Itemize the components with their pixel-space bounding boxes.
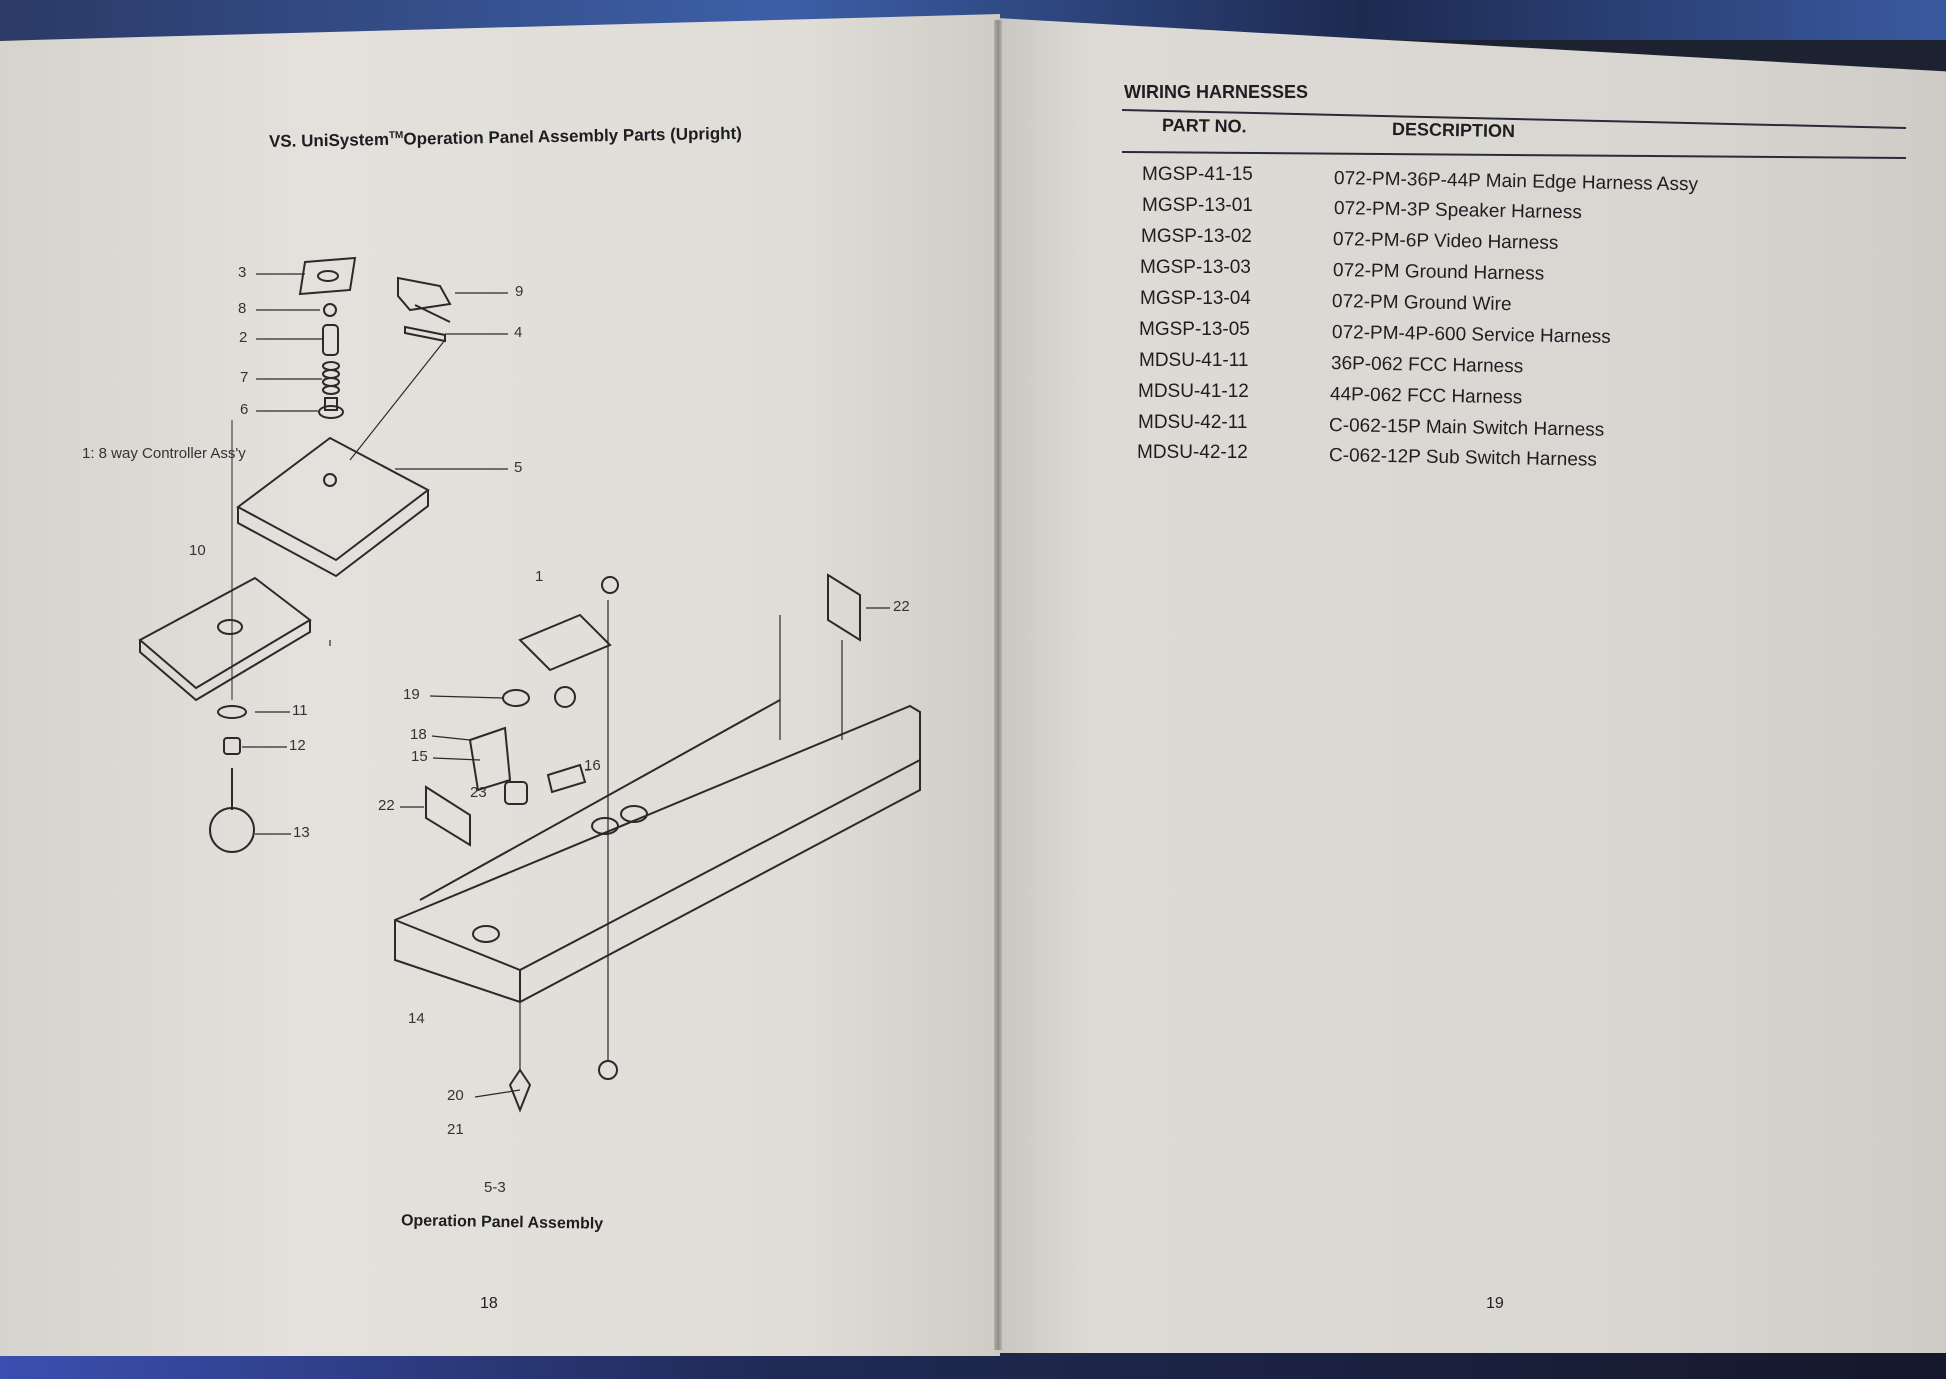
section-title: WIRING HARNESSES xyxy=(1124,82,1309,102)
part-description: 072-PM Ground Wire xyxy=(1331,291,1512,316)
callout-10: 10 xyxy=(189,542,206,559)
callout-13: 13 xyxy=(293,824,310,841)
callout-3: 3 xyxy=(238,264,247,281)
exploded-assembly-diagram xyxy=(138,256,921,1113)
callout-12: 12 xyxy=(289,737,306,754)
part-description: 44P-062 FCC Harness xyxy=(1329,384,1523,409)
callout-7: 7 xyxy=(240,369,249,386)
manual-page-19 xyxy=(996,18,1946,1353)
part-number: MGSP-13-04 xyxy=(1140,288,1251,309)
part-number: MGSP-13-03 xyxy=(1140,257,1251,278)
part-number: MGSP-13-01 xyxy=(1142,195,1253,216)
column-header-part-no: PART NO. xyxy=(1161,115,1247,137)
part-description: C-062-12P Sub Switch Harness xyxy=(1328,445,1598,471)
callout-16: 16 xyxy=(584,757,601,774)
callout-11: 11 xyxy=(292,702,308,719)
callout-18: 18 xyxy=(410,726,427,743)
figure-number: 5-3 xyxy=(484,1179,506,1196)
callout-8: 8 xyxy=(238,300,247,317)
book-gutter xyxy=(994,20,1002,1350)
figure-caption: Operation Panel Assembly xyxy=(400,1212,604,1233)
part-number: MDSU-42-11 xyxy=(1138,412,1248,433)
part-description: 072-PM-6P Video Harness xyxy=(1332,229,1559,254)
callout-19: 19 xyxy=(403,686,420,703)
column-header-description: DESCRIPTION xyxy=(1391,119,1516,142)
callout-23: 23 xyxy=(470,784,487,801)
callout-6: 6 xyxy=(240,401,249,418)
callout-9: 9 xyxy=(515,283,524,300)
page-number-right: 19 xyxy=(1486,1295,1504,1312)
manual-page-18 xyxy=(0,14,1000,1356)
callout-14: 14 xyxy=(408,1010,425,1027)
assembly-label: 1: 8 way Controller Ass'y xyxy=(82,445,246,462)
table-rules xyxy=(1121,109,1907,159)
callout-22: 22 xyxy=(893,598,910,615)
part-description: 36P-062 FCC Harness xyxy=(1330,353,1524,378)
part-number: MGSP-41-15 xyxy=(1142,164,1253,185)
callout-4: 4 xyxy=(514,324,523,341)
callout-20: 20 xyxy=(447,1087,464,1104)
plate-part xyxy=(298,256,357,296)
part-number: MDSU-42-12 xyxy=(1137,442,1248,463)
callout-22b: 22 xyxy=(378,797,395,814)
part-number: MDSU-41-12 xyxy=(1138,381,1249,402)
part-description: 072-PM-3P Speaker Harness xyxy=(1333,198,1582,224)
callout-2: 2 xyxy=(239,329,248,346)
part-number: MGSP-13-05 xyxy=(1139,319,1250,340)
part-number: MDSU-41-11 xyxy=(1139,350,1249,371)
part-description: 072-PM Ground Harness xyxy=(1332,260,1545,285)
callout-21: 21 xyxy=(447,1121,464,1138)
part-number: MGSP-13-02 xyxy=(1141,226,1252,247)
callout-15: 15 xyxy=(411,748,428,765)
callout-1: 1 xyxy=(535,568,544,585)
page-number-left: 18 xyxy=(480,1295,498,1312)
callout-5: 5 xyxy=(514,459,523,476)
